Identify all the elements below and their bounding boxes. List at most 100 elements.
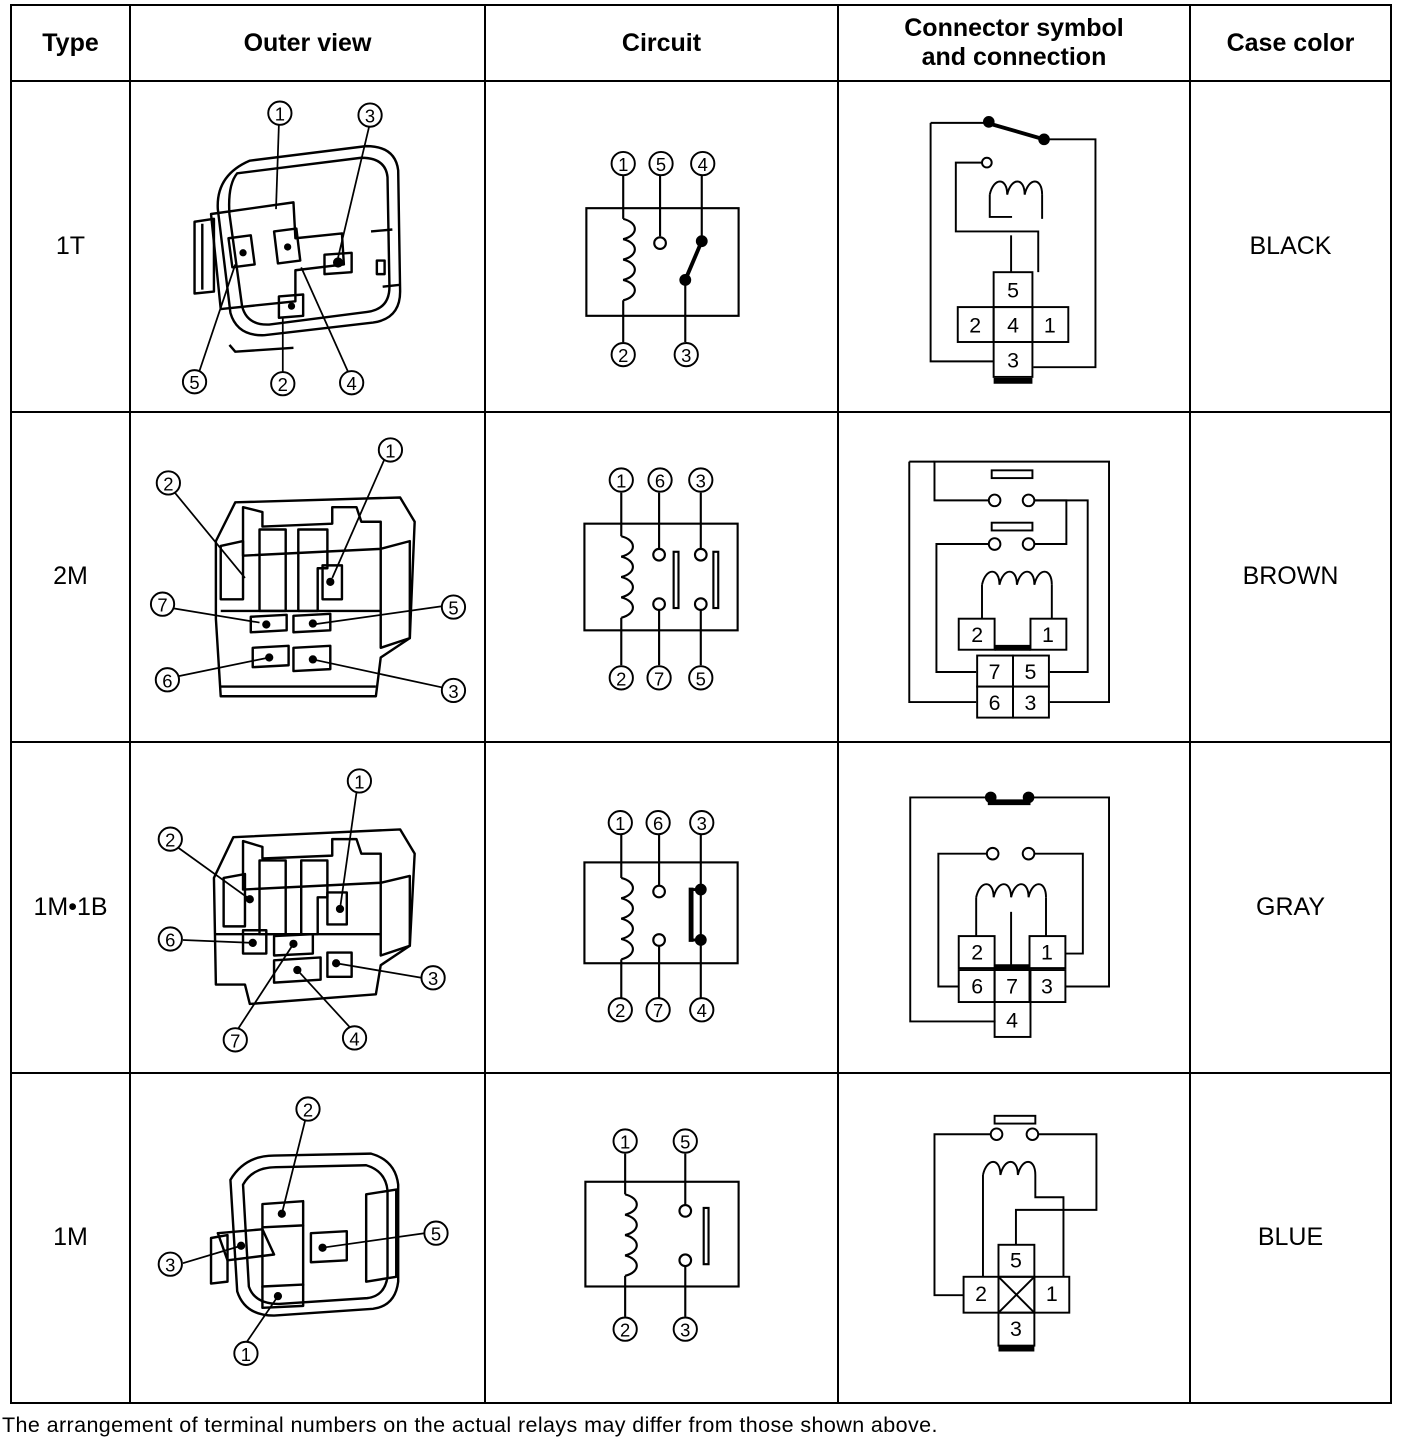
connector-cell: 5 2 1 3 xyxy=(837,1071,1191,1404)
circuit-1t-labels: 1 5 4 2 3 xyxy=(610,151,715,368)
relay-table: Type Outer view Circuit Connector symbol… xyxy=(10,4,1392,1404)
header-connector-line2: and connection xyxy=(921,43,1107,71)
terminal-number: 7 xyxy=(652,1001,662,1022)
header-outer-view: Outer view xyxy=(129,4,486,82)
circuit-1m-drawing: 1 5 2 3 xyxy=(583,1128,740,1342)
terminal-number: 2 xyxy=(618,345,628,366)
terminal-number: 3 xyxy=(681,345,691,366)
header-case-color: Case color xyxy=(1189,4,1392,82)
terminal-number: 2 xyxy=(971,623,983,647)
terminal-number: 6 xyxy=(654,470,664,491)
connector-2m-drawing: 2 1 7 5 6 3 xyxy=(908,460,1110,719)
terminal-number: 2 xyxy=(615,1001,625,1022)
terminal-number: 4 xyxy=(346,373,356,394)
terminal-number: 7 xyxy=(653,668,663,689)
type-cell: 1M•1B xyxy=(10,741,131,1074)
circuit-2m-labels: 1 6 3 2 7 5 xyxy=(608,467,713,691)
terminal-number: 2 xyxy=(620,1319,630,1340)
connector-2m-labels: 2 1 7 5 6 3 xyxy=(971,623,1054,715)
terminal-number: 2 xyxy=(163,473,173,494)
outer-view-1t-drawing: 1 3 5 2 4 xyxy=(181,100,401,397)
outer-view-cell: 2 5 3 1 xyxy=(129,1071,486,1404)
outer-view-1m1b-labels: 1 2 6 3 7 4 xyxy=(157,768,446,1053)
terminal-number: 1 xyxy=(615,813,625,834)
terminal-number: 6 xyxy=(989,691,1001,715)
case-color-cell: BLUE xyxy=(1189,1071,1392,1404)
circuit-2m-drawing: 1 6 3 2 7 5 xyxy=(582,467,739,691)
outer-view-2m-labels: 1 2 7 5 6 3 xyxy=(149,437,466,703)
terminal-number: 3 xyxy=(1025,691,1037,715)
terminal-number: 3 xyxy=(165,1254,175,1275)
terminal-number: 5 xyxy=(189,372,199,393)
circuit-1m-labels: 1 5 2 3 xyxy=(612,1128,698,1342)
relay-row-1m1b: 1M•1B xyxy=(10,741,1392,1074)
terminal-number: 4 xyxy=(696,1001,706,1022)
outer-view-cell: 1 2 6 3 7 4 xyxy=(129,741,486,1074)
terminal-number: 3 xyxy=(680,1319,690,1340)
circuit-cell: 1 5 2 3 xyxy=(484,1071,839,1404)
connector-1t-labels: 5 2 4 1 3 xyxy=(969,279,1056,373)
relay-row-2m: 2M xyxy=(10,410,1392,743)
terminal-number: 4 xyxy=(349,1029,359,1050)
circuit-1t-drawing: 1 5 4 2 3 xyxy=(584,151,740,368)
circuit-cell: 1 5 4 2 3 xyxy=(484,80,839,413)
terminal-number: 1 xyxy=(274,104,284,125)
terminal-number: 3 xyxy=(427,969,437,990)
outer-view-2m-drawing: 1 2 7 5 6 3 xyxy=(149,437,466,703)
connector-cell: 5 2 4 1 3 xyxy=(837,80,1191,413)
connector-cell: 2 1 6 7 3 4 xyxy=(837,741,1191,1074)
terminal-number: 1 xyxy=(1041,941,1053,965)
circuit-1m1b-labels: 1 6 3 2 7 4 xyxy=(607,810,714,1023)
circuit-1m1b-drawing: 1 6 3 2 7 4 xyxy=(582,810,739,1023)
connector-1m1b-labels: 2 1 6 7 3 4 xyxy=(971,941,1053,1033)
footnote: The arrangement of terminal numbers on t… xyxy=(2,1413,938,1437)
terminal-number: 1 xyxy=(1044,314,1056,338)
terminal-number: 4 xyxy=(697,154,707,175)
outer-view-1m1b-drawing: 1 2 6 3 7 4 xyxy=(157,768,446,1053)
case-color-cell: BLACK xyxy=(1189,80,1392,413)
outer-view-1t-labels: 1 3 5 2 4 xyxy=(181,100,383,397)
header-connector-line1: Connector symbol xyxy=(904,14,1124,42)
terminal-number: 1 xyxy=(240,1344,250,1365)
terminal-number: 5 xyxy=(430,1223,440,1244)
terminal-number: 6 xyxy=(162,670,172,691)
terminal-number: 4 xyxy=(1007,314,1019,338)
connector-1m1b-drawing: 2 1 6 7 3 4 xyxy=(909,791,1110,1039)
terminal-number: 2 xyxy=(277,374,287,395)
terminal-number: 5 xyxy=(1010,1248,1022,1272)
terminal-number: 3 xyxy=(1010,1317,1022,1341)
outer-view-1m-labels: 2 5 3 1 xyxy=(157,1096,449,1366)
connector-1m-drawing: 5 2 1 3 xyxy=(933,1114,1098,1352)
connector-1t-drawing: 5 2 4 1 3 xyxy=(929,116,1097,384)
terminal-number: 5 xyxy=(448,597,458,618)
type-cell: 2M xyxy=(10,410,131,743)
terminal-number: 2 xyxy=(165,830,175,851)
terminal-number: 5 xyxy=(680,1131,690,1152)
relay-row-1m: 1M xyxy=(10,1071,1392,1404)
terminal-number: 3 xyxy=(1007,349,1019,373)
terminal-number: 2 xyxy=(975,1282,987,1306)
terminal-number: 5 xyxy=(1025,660,1037,684)
terminal-number: 1 xyxy=(616,470,626,491)
terminal-number: 2 xyxy=(971,941,983,965)
header-type: Type xyxy=(10,4,131,82)
case-color-cell: GRAY xyxy=(1189,741,1392,1074)
terminal-number: 6 xyxy=(165,930,175,951)
connector-cell: 2 1 7 5 6 3 xyxy=(837,410,1191,743)
terminal-number: 5 xyxy=(695,668,705,689)
terminal-number: 3 xyxy=(448,681,458,702)
terminal-number: 5 xyxy=(1007,279,1019,303)
terminal-number: 4 xyxy=(1006,1009,1018,1033)
header-row: Type Outer view Circuit Connector symbol… xyxy=(10,4,1392,82)
terminal-number: 3 xyxy=(364,106,374,127)
connector-1m-labels: 5 2 1 3 xyxy=(975,1248,1058,1341)
terminal-number: 3 xyxy=(696,813,706,834)
terminal-number: 1 xyxy=(1042,623,1054,647)
terminal-number: 7 xyxy=(989,660,1001,684)
terminal-number: 1 xyxy=(618,154,628,175)
header-circuit: Circuit xyxy=(484,4,839,82)
terminal-number: 1 xyxy=(620,1131,630,1152)
terminal-number: 2 xyxy=(302,1099,312,1120)
outer-view-cell: 1 3 5 2 4 xyxy=(129,80,486,413)
